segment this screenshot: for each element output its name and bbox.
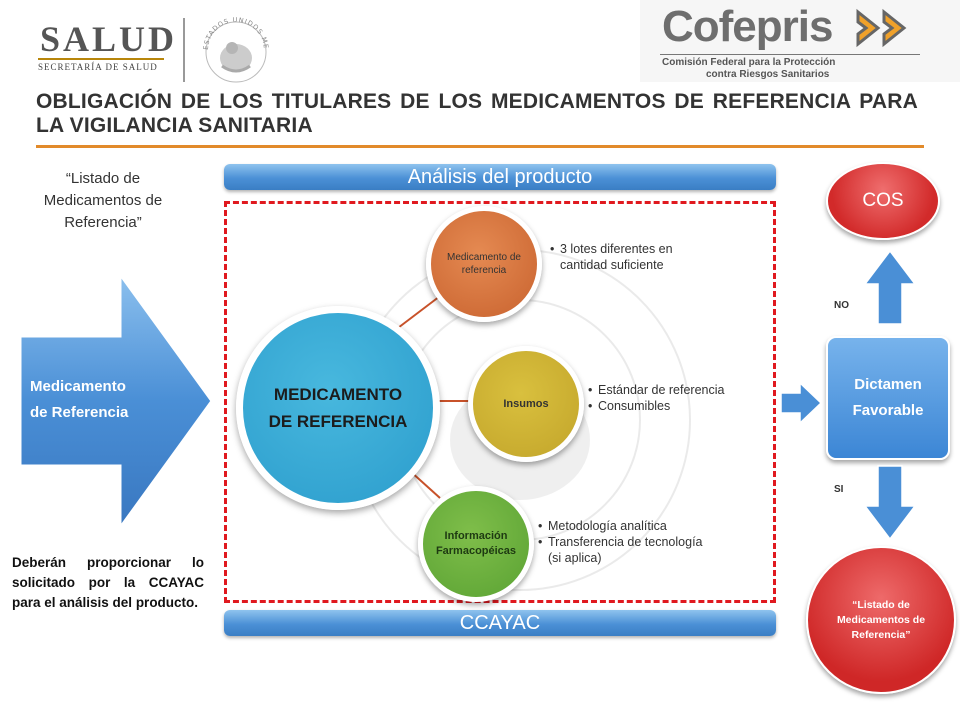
insumos-bullet-list: •Estándar de referencia •Consumibles: [588, 382, 758, 414]
medicamento-node-label: Medicamento de referencia: [447, 252, 521, 276]
cofepris-subtitle-line-1: Comisión Federal para la Protección: [662, 57, 836, 68]
listado-medicamentos-circle: “Listado de Medicamentos de Referencia”: [806, 546, 956, 694]
medicamento-arrow-shape: [18, 270, 214, 532]
right-arrow-icon: [780, 381, 823, 425]
salud-logo-rule: [38, 58, 164, 60]
list-item: •Transferencia de tecnología (si aplica): [538, 534, 768, 566]
cofepris-logo-title: Cofepris: [662, 2, 833, 51]
informacion-node-label: Información Farmacopéicas: [435, 530, 517, 557]
bullet-text: Transferencia de tecnología (si aplica): [548, 535, 703, 565]
mexico-seal-icon: ESTADOS UNIDOS MEXICANOS: [196, 8, 269, 83]
bullet-text: Estándar de referencia: [598, 383, 725, 397]
listado-circle-text: “Listado de Medicamentos de Referencia”: [836, 598, 926, 641]
salud-logo-title: SALUD: [40, 19, 178, 59]
down-arrow-icon: [863, 465, 917, 541]
page-title: OBLIGACIÓN DE LOS TITULARES DE LOS MEDIC…: [36, 90, 918, 137]
cofepris-chevron-icon: [856, 8, 907, 48]
no-label: NO: [834, 300, 849, 311]
list-item: •Estándar de referencia: [588, 383, 725, 397]
informacion-bullet-list: •Metodología analítica •Transferencia de…: [538, 518, 768, 566]
cos-circle: COS: [826, 162, 940, 240]
cofepris-logo-subtitle: Comisión Federal para la Protección cont…: [662, 57, 835, 81]
cofepris-logo-rule: [660, 54, 920, 55]
medicamento-bullet-list: •3 lotes diferentes en cantidad suficien…: [550, 241, 720, 273]
dictamen-favorable-box: Dictamen Favorable: [826, 336, 950, 460]
list-item: •3 lotes diferentes en cantidad suficien…: [550, 241, 720, 273]
insumos-node-label: Insumos: [503, 398, 549, 410]
cofepris-subtitle-line-2: contra Riesgos Sanitarios: [706, 69, 830, 80]
ccayac-bar: CCAYAC: [224, 610, 776, 636]
bullet-text: 3 lotes diferentes en cantidad suficient…: [560, 242, 673, 272]
arrow-label-line-1: Medicamento: [30, 378, 126, 395]
salud-logo-subtitle: SECRETARÍA DE SALUD: [38, 62, 158, 72]
arrow-label-line-2: de Referencia: [30, 404, 129, 421]
dictamen-line-2: Favorable: [852, 402, 924, 419]
medicamento-node-circle: Medicamento de referencia: [426, 206, 542, 322]
analisis-producto-bar: Análisis del producto: [224, 164, 776, 190]
list-item: •Metodología analítica: [538, 519, 667, 533]
up-arrow-icon: [863, 249, 917, 325]
list-item: •Consumibles: [588, 399, 671, 413]
center-label-line-2: DE REFERENCIA: [268, 412, 408, 431]
dictamen-line-1: Dictamen: [854, 376, 922, 393]
bullet-text: Metodología analítica: [548, 519, 667, 533]
si-label: SI: [834, 484, 844, 495]
listado-quote-text: “Listado de Medicamentos de Referencia”: [43, 170, 163, 231]
title-underline: [36, 145, 924, 148]
bullet-text: Consumibles: [598, 399, 671, 413]
insumos-node-circle: Insumos: [468, 346, 584, 462]
analysis-dashed-frame: [224, 201, 776, 603]
center-label-line-1: MEDICAMENTO: [273, 385, 403, 404]
cofepris-logo-panel: [640, 0, 960, 82]
salud-logo: SALUD SECRETARÍA DE SALUD: [30, 18, 174, 74]
medicamento-arrow-label: Medicamento de Referencia: [30, 374, 128, 426]
ccayac-note: Deberán proporcionar lo solicitado por l…: [12, 555, 204, 610]
medicamento-referencia-circle: MEDICAMENTO DE REFERENCIA: [236, 306, 440, 510]
informacion-node-circle: Información Farmacopéicas: [418, 486, 534, 602]
header-divider: [183, 18, 185, 82]
